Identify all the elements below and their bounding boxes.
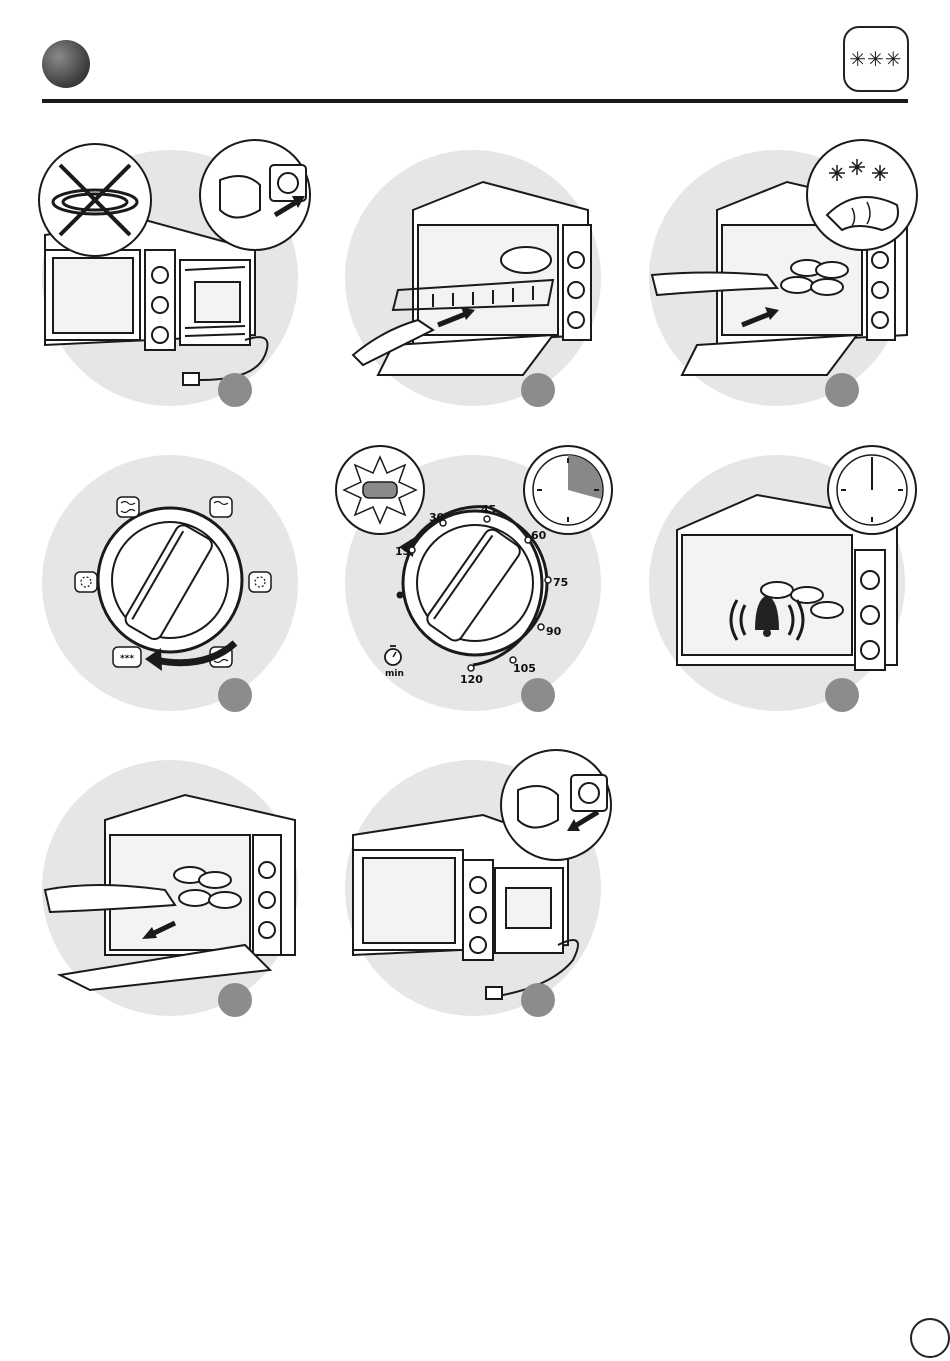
step-marker-3	[825, 373, 859, 407]
step-marker-5	[521, 678, 555, 712]
timer-label-105: 105	[513, 662, 536, 675]
step-marker-1	[218, 373, 252, 407]
step-marker-2	[521, 373, 555, 407]
step-6-panel	[627, 435, 927, 735]
defrost-mode-symbol: ✳✳✳	[849, 47, 902, 71]
unplug-bubble	[501, 750, 611, 860]
svg-text:***: ***	[120, 654, 134, 664]
function-symbol-top-left	[117, 497, 139, 517]
timer-label-120: 120	[460, 673, 483, 686]
defrost-mode-badge: ✳✳✳	[843, 26, 909, 92]
plug-icon	[486, 987, 502, 999]
step-2-panel	[323, 130, 623, 430]
step-1-panel	[5, 130, 305, 430]
socket-icon	[571, 775, 607, 811]
step-7-panel	[5, 740, 305, 1040]
plug-icon	[183, 373, 199, 385]
function-symbol-left	[75, 572, 97, 592]
frozen-croissant-bubble	[807, 140, 917, 250]
step-5-panel: 15 30 45 60 75 90 105 120 min	[323, 435, 623, 735]
step-marker-4	[218, 678, 252, 712]
page-number-circle	[910, 1318, 950, 1358]
section-dot	[42, 40, 90, 88]
step-4-panel: ***	[5, 435, 305, 735]
timer-label-45: 45	[481, 503, 496, 516]
step-8-panel	[323, 740, 623, 1040]
step-marker-7	[218, 983, 252, 1017]
socket-icon	[270, 165, 306, 201]
step-marker-8	[521, 983, 555, 1017]
function-symbol-defrost: ***	[113, 647, 141, 667]
timer-label-90: 90	[546, 625, 562, 638]
timer-label-60: 60	[531, 529, 547, 542]
clock-icon	[524, 446, 612, 534]
timer-label-30: 30	[429, 511, 445, 524]
step-marker-6	[825, 678, 859, 712]
indicator-light-bubble	[336, 446, 424, 534]
unwound-cable-bubble	[39, 144, 151, 256]
header-rule	[42, 99, 908, 103]
function-symbol-top-right	[210, 497, 232, 517]
timer-label-15: 15	[395, 545, 410, 558]
timer-label-75: 75	[553, 576, 568, 589]
timer-unit-label: min	[385, 669, 404, 679]
socket-bubble	[200, 140, 310, 250]
clock-icon	[828, 446, 916, 534]
step-3-panel	[627, 130, 927, 430]
function-symbol-right	[249, 572, 271, 592]
